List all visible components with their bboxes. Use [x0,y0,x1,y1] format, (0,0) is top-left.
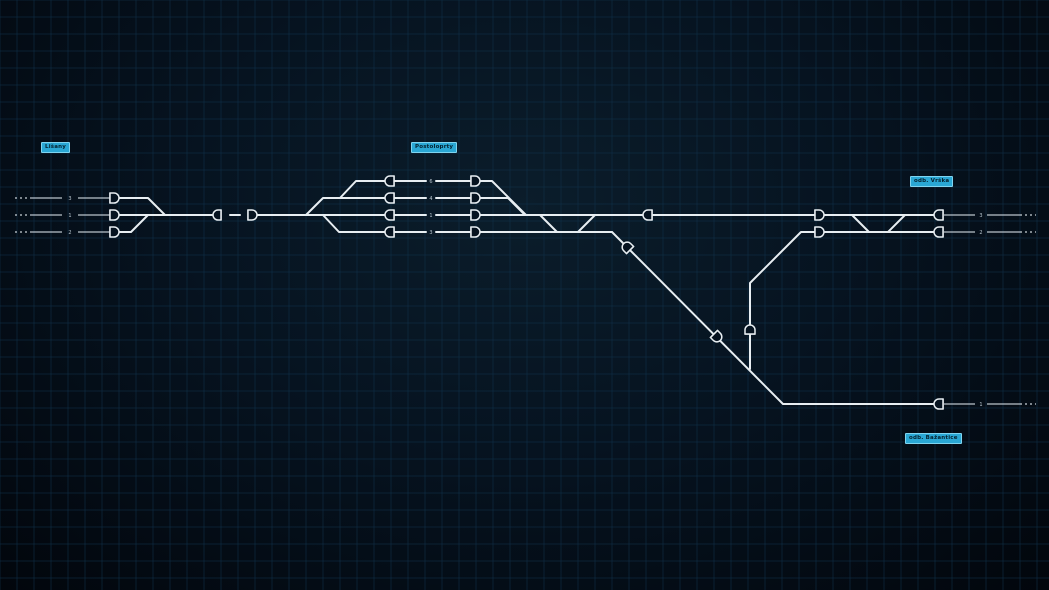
station-label-lisany[interactable]: Lišany [41,142,71,153]
signal-line-west[interactable] [212,209,222,221]
station-label-vrska[interactable]: odb. Vrška [910,176,954,187]
vrska-crossover-1 [851,214,870,233]
station-label-postoloprty[interactable]: Postoloprty [411,142,458,153]
lisany-track-3 [117,197,166,216]
signal-post-4-east[interactable] [470,192,481,204]
signal-vrska-exit-2[interactable] [933,226,944,238]
signal-lisany-2[interactable] [109,226,120,238]
track-number: 3 [68,196,71,202]
signals [109,175,944,410]
signal-main-line[interactable] [642,209,653,221]
track-number: 2 [68,230,71,236]
line-to-bazantice [611,231,936,405]
vrska-crossover-2 [887,214,906,233]
signal-lisany-3[interactable] [109,192,120,204]
track-number: 1 [68,213,71,219]
signal-diagonal-upper[interactable] [620,240,635,255]
postoloprty-crossover-2 [577,214,596,233]
signal-post-1-west[interactable] [384,209,395,221]
lisany-track-2 [117,214,149,233]
signal-bazantice[interactable] [933,398,944,410]
signal-diagonal-lower[interactable] [709,329,723,343]
postoloprty-track-4-right [478,197,526,216]
track-number: 3 [429,230,432,236]
signal-post-6-east[interactable] [470,175,481,187]
signal-lisany-1[interactable] [109,209,120,221]
track-number: 6 [429,179,432,185]
signal-post-1-east[interactable] [470,209,481,221]
signal-vrska-entry-3[interactable] [814,209,825,221]
postoloprty-track-3-left [322,214,387,233]
track-number: 2 [979,230,982,236]
signal-line-east[interactable] [247,209,258,221]
signal-post-3-east[interactable] [470,226,481,238]
postoloprty-crossover-1 [539,214,558,233]
signal-post-3-west[interactable] [384,226,395,238]
track-number: 1 [979,402,982,408]
track-number: 1 [429,213,432,219]
track-network [15,180,1036,405]
track-number: 4 [429,196,432,202]
track-number: 3 [979,213,982,219]
signal-post-6-west[interactable] [384,175,395,187]
station-label-bazantice[interactable]: odb. Bažantice [905,433,962,444]
signal-vrska-exit-3[interactable] [933,209,944,221]
signal-connector[interactable] [744,324,756,335]
signal-vrska-entry-2[interactable] [814,226,825,238]
track-numbers: 3 1 2 6 4 1 3 3 2 1 [68,179,982,408]
signal-post-4-west[interactable] [384,192,395,204]
